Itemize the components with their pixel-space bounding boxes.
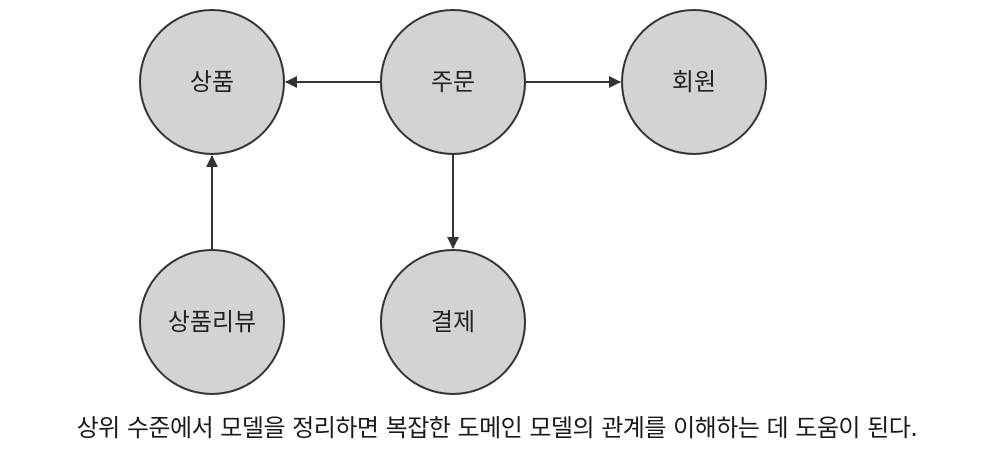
node-circle-payment [380,249,526,395]
node-label-order: 주문 [431,68,475,96]
node-order: 주문 [380,9,526,155]
node-circle-product [139,9,285,155]
node-review: 상품리뷰 [139,249,285,395]
node-payment: 결제 [380,249,526,395]
figure-caption: 상위 수준에서 모델을 정리하면 복잡한 도메인 모델의 관계를 이해하는 데 … [76,414,918,442]
node-label-member: 회원 [672,68,716,96]
node-product: 상품 [139,9,285,155]
node-circle-review [139,249,285,395]
node-label-payment: 결제 [431,308,475,336]
node-circle-order [380,9,526,155]
node-member: 회원 [621,9,767,155]
node-circle-member [621,9,767,155]
edges [206,76,621,250]
node-label-review: 상품리뷰 [168,308,256,336]
node-label-product: 상품 [190,68,234,96]
